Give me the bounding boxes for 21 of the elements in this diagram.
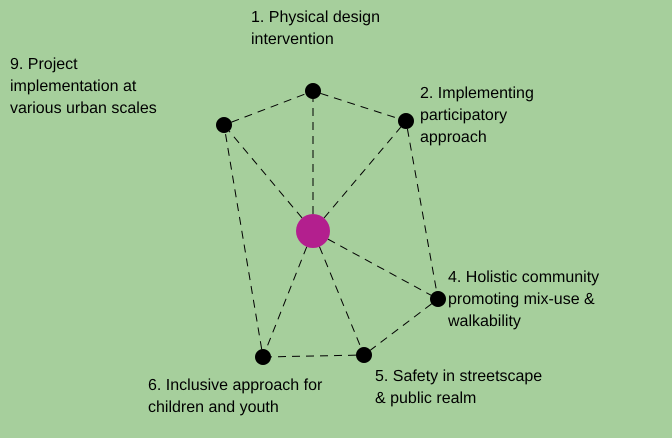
network-dot (255, 349, 271, 365)
dashed-connector (312, 98, 314, 214)
node-label: 4. Holistic community promoting mix-use & walkability (448, 268, 600, 332)
network-dot (305, 83, 321, 99)
dashed-connector (224, 132, 262, 350)
network-dot (356, 347, 372, 363)
node-label: 5. Safety in streetscape & public realm (375, 367, 544, 409)
dashed-connector (370, 303, 432, 351)
dashed-connector (270, 354, 356, 358)
node-label: 9. Project implementation at various urban scales (10, 55, 158, 119)
network-dot (216, 117, 232, 133)
node-label: 1. Physical design intervention (251, 8, 381, 50)
dashed-connector (327, 238, 432, 296)
dashed-connector (228, 130, 303, 218)
node-label: 2. Implementing participatory approach (420, 84, 535, 148)
network-dot (398, 113, 414, 129)
dashed-connector (323, 126, 402, 219)
node-label: 6. Inclusive approach for children and youth (148, 376, 324, 418)
network-dot (430, 291, 446, 307)
dashed-connector (230, 93, 306, 123)
center-circle (296, 214, 330, 248)
